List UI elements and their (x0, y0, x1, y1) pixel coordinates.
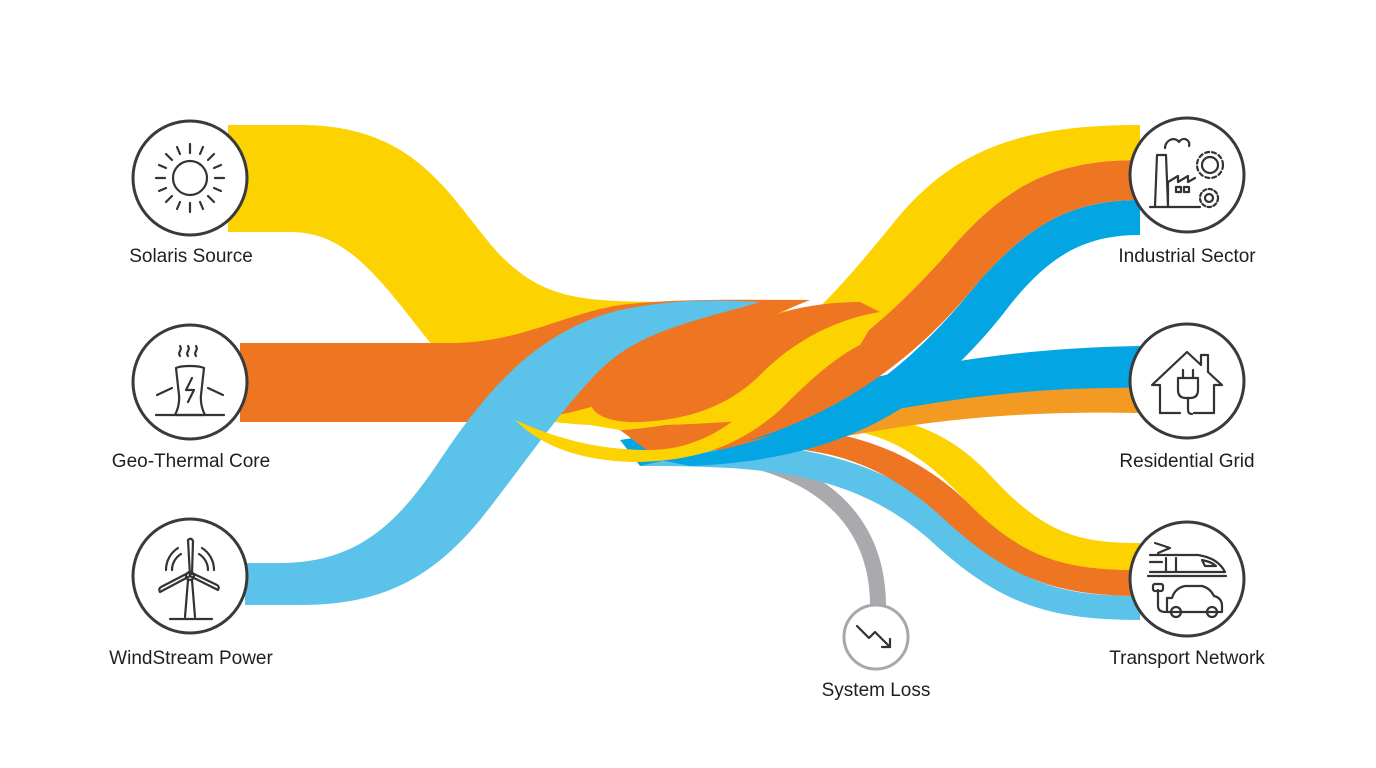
flow-wind-transport (640, 440, 1140, 620)
label-geothermal-core: Geo-Thermal Core (111, 451, 271, 472)
geothermal-plant-icon (154, 344, 226, 417)
node-geothermal-core[interactable] (131, 323, 249, 441)
node-transport-network[interactable] (1128, 520, 1246, 638)
flow-geothermal-industrial (620, 160, 1140, 460)
flow-wind-industrial (660, 200, 1140, 466)
flow-geothermal-mid (590, 302, 880, 423)
trend-down-icon (855, 624, 892, 649)
factory-gears-icon (1148, 137, 1225, 209)
label-system-loss: System Loss (821, 680, 931, 701)
node-system-loss[interactable] (842, 603, 910, 671)
label-solaris-source: Solaris Source (129, 246, 253, 267)
node-solaris-source[interactable] (131, 119, 249, 237)
label-residential-grid: Residential Grid (1119, 451, 1255, 472)
flow-solar-industrial (560, 125, 1140, 430)
label-industrial-sector: Industrial Sector (1118, 246, 1256, 267)
wind-turbine-icon (158, 537, 220, 621)
flow-wind-source (245, 300, 760, 605)
label-transport-network: Transport Network (1109, 648, 1265, 669)
house-plug-icon (1150, 350, 1224, 416)
flow-solar-mid (515, 312, 880, 462)
train-car-icon (1146, 541, 1228, 619)
node-windstream-power[interactable] (131, 517, 249, 635)
node-industrial-sector[interactable] (1128, 116, 1246, 234)
flow-geothermal-transport (700, 427, 1140, 596)
node-residential-grid[interactable] (1128, 322, 1246, 440)
flow-solar-transport (760, 412, 1140, 570)
sun-icon (154, 142, 226, 214)
label-windstream-power: WindStream Power (109, 648, 273, 669)
flow-solar-source (228, 125, 800, 426)
